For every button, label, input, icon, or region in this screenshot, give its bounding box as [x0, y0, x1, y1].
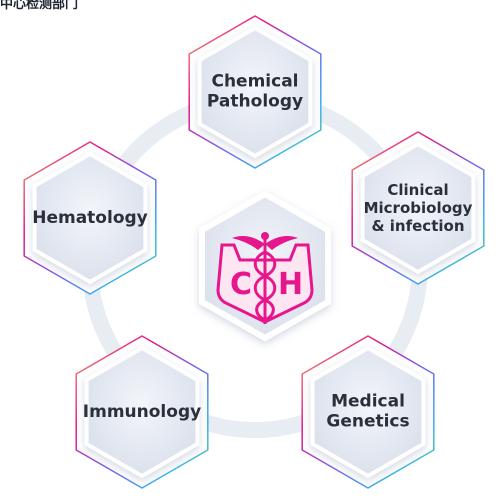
label-line: Clinical [387, 181, 449, 199]
hexagon-fill [310, 345, 426, 479]
label-line: Microbiology [363, 199, 473, 217]
label-line: Chemical [211, 71, 299, 92]
header-fragment: 中心检测部门 [0, 0, 79, 12]
label-line: Genetics [326, 412, 410, 432]
node-medical-genetics-hexagon [301, 335, 435, 489]
node-hematology-label: Hematology [32, 208, 148, 228]
label-line: Medical [331, 391, 405, 412]
hexagon-fill [360, 141, 476, 275]
label-line: Hematology [32, 207, 148, 228]
label-line: Immunology [82, 401, 202, 422]
node-clinical-microbiology-hexagon [351, 131, 485, 285]
label-line: Pathology [206, 92, 304, 112]
hexagon-fill [84, 345, 200, 479]
center-hexagon: C H [199, 190, 331, 342]
node-hematology-hexagon [23, 141, 157, 295]
logo-letter-c: C [230, 267, 252, 302]
node-immunology-label: Immunology [83, 402, 201, 422]
node-chemical-pathology-hexagon [188, 15, 322, 169]
label-line: & infection [371, 217, 465, 235]
hexagon-fill [32, 151, 148, 285]
logo-letter-h: H [278, 267, 303, 302]
caduceus-logo-icon: C H [216, 232, 314, 324]
node-immunology-hexagon [75, 335, 209, 489]
hexagon-fill [197, 25, 313, 159]
